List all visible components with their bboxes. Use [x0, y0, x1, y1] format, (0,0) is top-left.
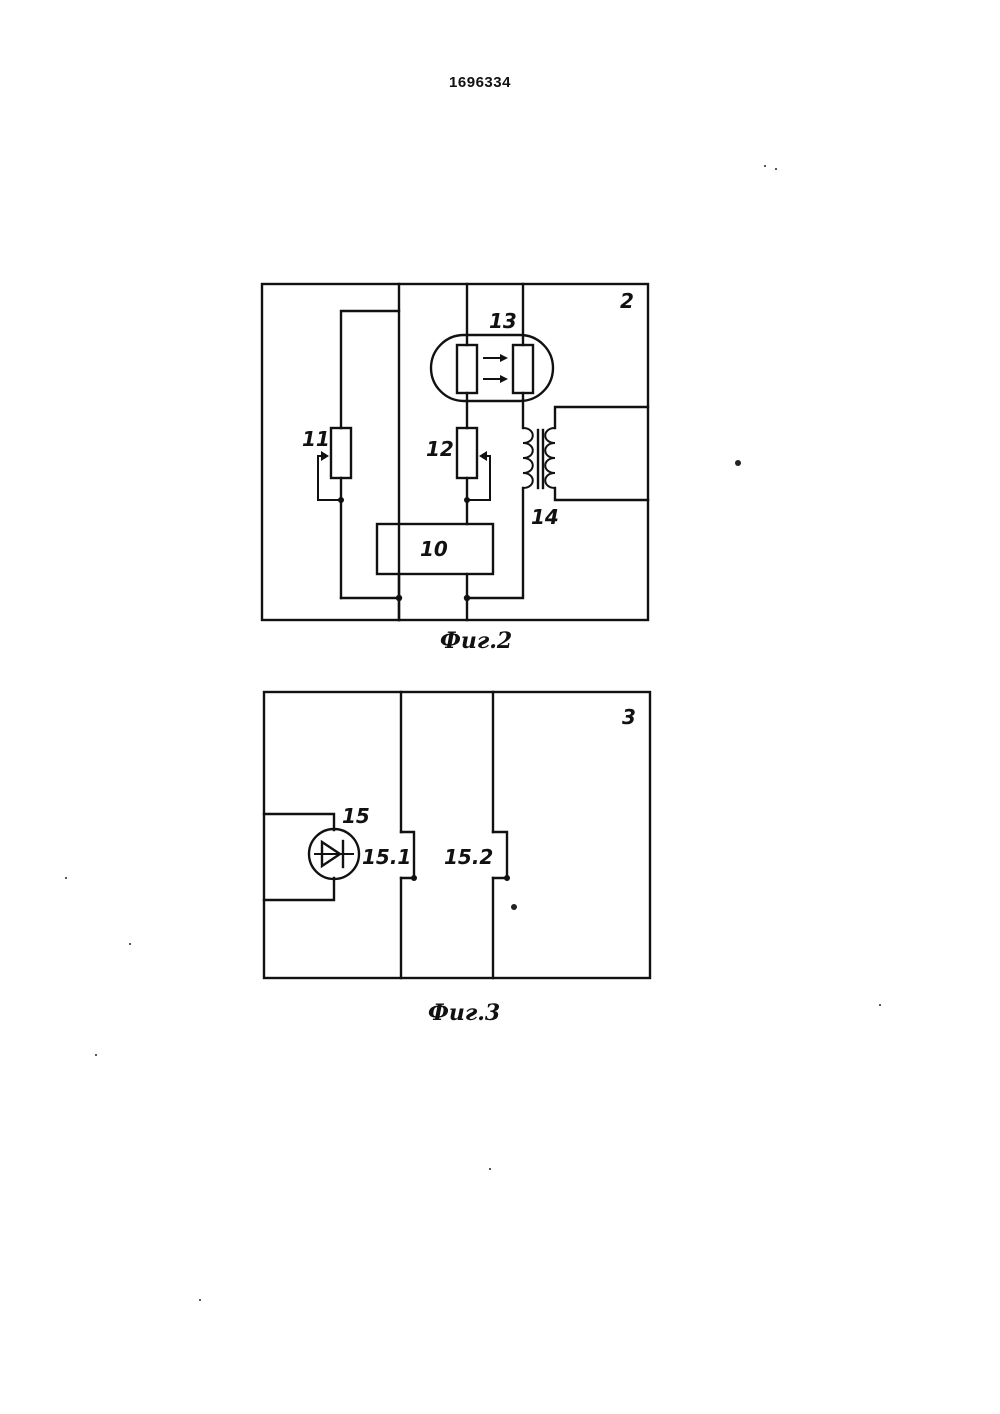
scan-speck — [65, 877, 67, 879]
fig2-light-arrowhead-2 — [500, 375, 508, 383]
contact-15-1-node — [411, 875, 417, 881]
fig2-light-arrowhead-1 — [500, 354, 508, 362]
optocoupler-13-receiver — [513, 345, 533, 393]
scan-speck — [95, 1054, 97, 1056]
contact-15-2 — [493, 832, 507, 878]
fig2-block-number: 2 — [620, 289, 634, 313]
label-12: 12 — [426, 437, 454, 461]
scan-speck — [511, 904, 517, 910]
fig2-caption: Фиг.2 — [440, 628, 512, 654]
figure-2: 2 13 11 12 14 10 Фиг.2 — [262, 284, 648, 654]
label-13: 13 — [489, 309, 517, 333]
label-15-2: 15.2 — [444, 845, 493, 869]
figure-3: 3 15 15.1 15.2 Фиг.3 — [264, 692, 650, 1026]
label-14: 14 — [531, 505, 559, 529]
fig3-frame — [264, 692, 650, 978]
fig2-node-r11 — [338, 497, 344, 503]
scan-speck — [735, 460, 741, 466]
fig3-block-number: 3 — [622, 705, 636, 729]
scan-speck — [129, 943, 131, 945]
resistor-11 — [331, 428, 351, 478]
label-10: 10 — [420, 537, 448, 561]
fig2-frame — [262, 284, 648, 620]
fig3-caption: Фиг.3 — [428, 1000, 500, 1026]
fig2-wire-r11-top — [341, 311, 399, 428]
contact-15-2-node — [504, 875, 510, 881]
fig2-node-r12 — [464, 497, 470, 503]
label-15: 15 — [342, 804, 370, 828]
scan-speck — [764, 165, 766, 167]
optocoupler-13-housing — [431, 335, 553, 401]
fig2-wire-secondary-bottom — [555, 488, 648, 500]
resistor-12 — [457, 428, 477, 478]
scan-speck — [775, 168, 777, 170]
fig3-wire-15-top — [264, 814, 334, 830]
fig3-wire-15-bottom — [264, 878, 334, 900]
fig2-wire-secondary-top — [555, 407, 648, 428]
transformer-14-primary — [523, 428, 533, 488]
fig2-wire-primary-return — [467, 488, 523, 598]
label-15-1: 15.1 — [362, 845, 411, 869]
fig2-r12-wiper-arrow — [479, 451, 487, 461]
fig2-r11-wiper-arrow — [321, 451, 329, 461]
optocoupler-13-emitter — [457, 345, 477, 393]
label-11: 11 — [302, 427, 330, 451]
transformer-14-secondary — [545, 428, 555, 488]
scan-speck — [879, 1004, 881, 1006]
scan-speck — [489, 1168, 491, 1170]
scan-speck — [199, 1299, 201, 1301]
